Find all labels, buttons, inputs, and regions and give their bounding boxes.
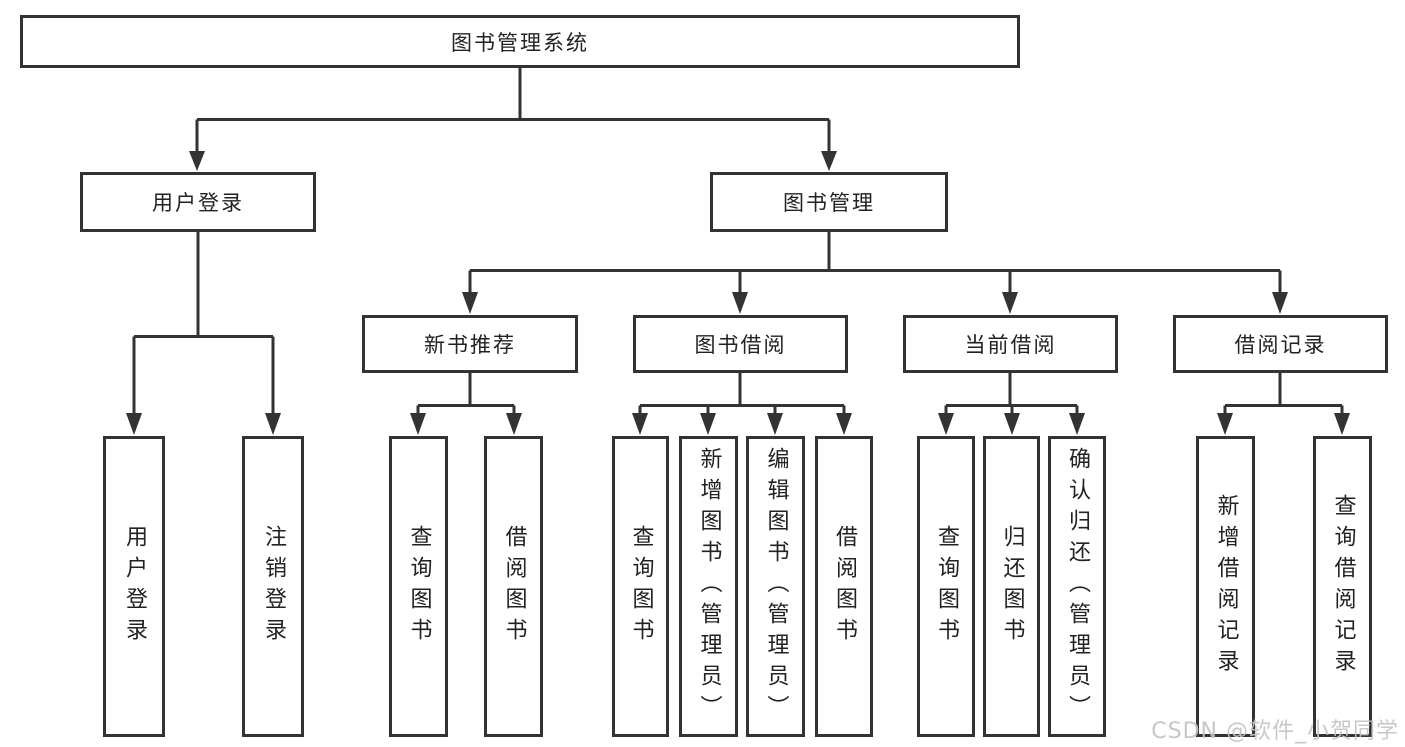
connector-user-login-to-leaves — [132, 230, 275, 415]
leaf-user-login: 用户登录 — [103, 436, 165, 737]
leaf-records-query-record: 查询借阅记录 — [1313, 436, 1372, 737]
node-book-borrowing: 图书借阅 — [633, 315, 848, 373]
leaf-user-login-label: 用户登录 — [122, 524, 147, 649]
arrowheads-book-borrowing-leaves — [632, 413, 852, 435]
leaf-records-add-record: 新增借阅记录 — [1196, 436, 1255, 737]
leaf-newbook-query-books: 查询图书 — [389, 436, 448, 737]
leaf-current-query-books: 查询图书 — [917, 436, 975, 737]
node-current-borrowing: 当前借阅 — [903, 315, 1118, 373]
leaf-borrowing-borrow-books-label: 借阅图书 — [832, 524, 857, 649]
leaf-current-query-books-label: 查询图书 — [934, 524, 959, 649]
node-user-login: 用户登录 — [80, 172, 316, 232]
node-borrowing-records: 借阅记录 — [1173, 315, 1388, 373]
connector-new-book-recommend-to-leaves — [416, 371, 516, 415]
leaf-borrowing-query-books-label: 查询图书 — [628, 524, 654, 649]
leaf-current-return-books: 归还图书 — [983, 436, 1040, 737]
leaf-borrowing-borrow-books: 借阅图书 — [815, 436, 873, 737]
leaf-newbook-borrow-books: 借阅图书 — [484, 436, 543, 737]
arrowheads-current-borrowing-leaves — [938, 413, 1085, 435]
leaf-current-return-books-label: 归还图书 — [999, 524, 1025, 649]
connector-book-borrowing-to-leaves — [638, 371, 846, 415]
leaf-borrowing-edit-books-admin-label: 编辑图书（管理员） — [763, 447, 789, 726]
arrowheads-level3 — [462, 292, 1288, 314]
node-book-borrowing-label: 图书借阅 — [694, 333, 787, 357]
node-book-management: 图书管理 — [710, 172, 948, 232]
leaf-newbook-query-books-label: 查询图书 — [406, 524, 432, 649]
leaf-records-add-record-label: 新增借阅记录 — [1213, 493, 1239, 680]
node-root-label: 图书管理系统 — [451, 30, 589, 55]
node-borrowing-records-label: 借阅记录 — [1234, 333, 1327, 357]
node-new-book-recommend-label: 新书推荐 — [424, 333, 516, 357]
leaf-newbook-borrow-books-label: 借阅图书 — [501, 524, 527, 649]
connector-root-to-level2 — [195, 66, 831, 153]
leaf-borrowing-query-books: 查询图书 — [612, 436, 669, 737]
arrowheads-level2 — [189, 151, 837, 171]
leaf-records-query-record-label: 查询借阅记录 — [1330, 493, 1356, 680]
connector-current-borrowing-to-leaves — [944, 371, 1079, 415]
arrowheads-user-login-leaves — [126, 413, 281, 435]
arrowheads-borrowing-records-leaves — [1217, 413, 1350, 435]
node-new-book-recommend: 新书推荐 — [362, 315, 578, 373]
arrowheads-new-book-recommend-leaves — [410, 413, 522, 435]
leaf-borrowing-add-books-admin: 新增图书（管理员） — [679, 436, 738, 737]
connector-borrowing-records-to-leaves — [1223, 371, 1344, 415]
node-current-borrowing-label: 当前借阅 — [964, 333, 1057, 357]
leaf-current-confirm-return-admin: 确认归还（管理员） — [1048, 436, 1106, 737]
node-root: 图书管理系统 — [20, 15, 1020, 68]
node-book-management-label: 图书管理 — [783, 191, 875, 215]
leaf-borrowing-add-books-admin-label: 新增图书（管理员） — [696, 447, 722, 726]
leaf-current-confirm-return-admin-label: 确认归还（管理员） — [1065, 447, 1090, 726]
node-user-login-label: 用户登录 — [152, 191, 244, 215]
leaf-logout-label: 注销登录 — [261, 524, 286, 649]
connector-book-mgmt-to-level3 — [468, 230, 1282, 295]
leaf-logout: 注销登录 — [242, 436, 304, 737]
leaf-borrowing-edit-books-admin: 编辑图书（管理员） — [746, 436, 805, 737]
